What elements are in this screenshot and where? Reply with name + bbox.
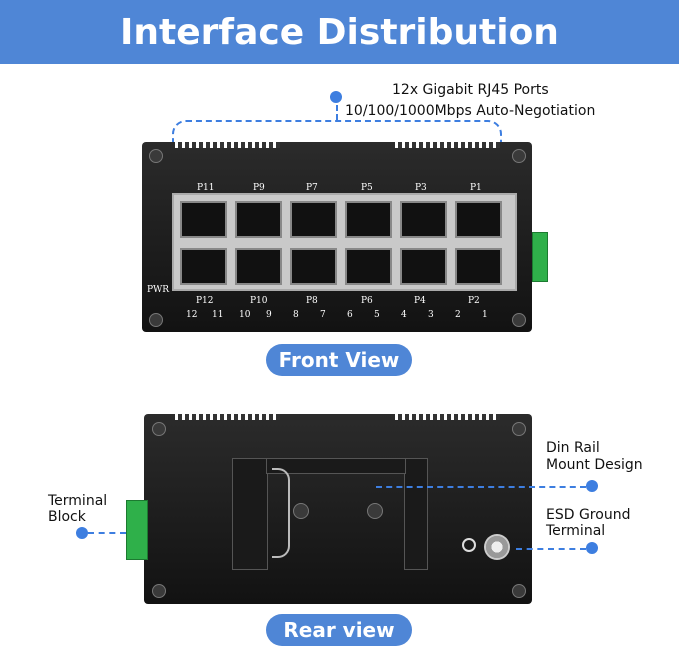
screw-icon (293, 503, 309, 519)
port-label-top: P7 (306, 183, 318, 193)
din-callout-line (376, 486, 586, 488)
port-label-top: P5 (361, 183, 373, 193)
port-number: 4 (401, 310, 407, 320)
din-callout-dot (586, 480, 598, 492)
din-clip (272, 468, 290, 558)
rj45-port (180, 248, 227, 285)
screw-icon (512, 422, 526, 436)
header-banner: Interface Distribution (0, 0, 679, 64)
rear-view-pill: Rear view (266, 614, 412, 646)
din-callout-line1: Din Rail (546, 440, 600, 456)
rear-vents-right (395, 414, 500, 420)
port-label-bottom: P10 (250, 296, 268, 306)
screw-icon (512, 313, 526, 327)
port-number: 6 (347, 310, 353, 320)
port-number: 12 (186, 310, 198, 320)
port-number: 8 (293, 310, 299, 320)
din-rail-top (266, 458, 406, 474)
rear-device-panel (144, 414, 532, 604)
port-label-bottom: P8 (306, 296, 318, 306)
port-label-bottom: P2 (468, 296, 480, 306)
esd-callout-line2: Terminal (546, 523, 606, 539)
ports-bracket (172, 120, 502, 142)
rj45-port (455, 201, 502, 238)
front-terminal-block (532, 232, 548, 282)
rj45-port (345, 201, 392, 238)
rj45-port (400, 248, 447, 285)
port-label-top: P3 (415, 183, 427, 193)
rj45-port (290, 248, 337, 285)
front-vents-left (175, 142, 280, 148)
rear-terminal-block (126, 500, 148, 560)
port-number: 2 (455, 310, 461, 320)
ports-callout-line1: 12x Gigabit RJ45 Ports (392, 82, 549, 98)
front-vents-right (395, 142, 500, 148)
din-callout-line2: Mount Design (546, 457, 643, 473)
port-label-top: P9 (253, 183, 265, 193)
ground-symbol-icon (462, 538, 476, 552)
rj45-port (345, 248, 392, 285)
port-number: 9 (266, 310, 272, 320)
screw-icon (149, 149, 163, 163)
port-label-bottom: P6 (361, 296, 373, 306)
rj45-port (235, 201, 282, 238)
front-view-pill: Front View (266, 344, 412, 376)
rear-vents-left (175, 414, 280, 420)
esd-callout-line (516, 548, 586, 550)
screw-icon (367, 503, 383, 519)
port-label-top: P11 (197, 183, 215, 193)
din-rail-left (232, 458, 268, 570)
port-label-bottom: P12 (196, 296, 214, 306)
esd-callout-line1: ESD Ground (546, 507, 631, 523)
screw-icon (152, 584, 166, 598)
rj45-port (235, 248, 282, 285)
terminal-callout-dot (76, 527, 88, 539)
ports-callout-line (336, 96, 338, 120)
port-number: 10 (239, 310, 251, 320)
screw-icon (512, 149, 526, 163)
terminal-callout-line (88, 532, 126, 534)
port-number: 1 (482, 310, 488, 320)
rj45-port-panel (172, 193, 517, 291)
port-label-bottom: P4 (414, 296, 426, 306)
terminal-callout-line1: Terminal (48, 493, 108, 509)
rj45-port (290, 201, 337, 238)
esd-callout-dot (586, 542, 598, 554)
page-title: Interface Distribution (120, 11, 559, 53)
screw-icon (149, 313, 163, 327)
port-number: 11 (212, 310, 224, 320)
esd-ground-screw-icon (484, 534, 510, 560)
ports-callout-line2: 10/100/1000Mbps Auto-Negotiation (345, 103, 596, 119)
rj45-port (180, 201, 227, 238)
din-rail-right (404, 458, 428, 570)
rj45-port (400, 201, 447, 238)
screw-icon (152, 422, 166, 436)
rj45-port (455, 248, 502, 285)
port-number: 5 (374, 310, 380, 320)
port-number: 3 (428, 310, 434, 320)
terminal-callout-line2: Block (48, 509, 86, 525)
port-number: 7 (320, 310, 326, 320)
screw-icon (512, 584, 526, 598)
pwr-label: PWR (147, 285, 170, 295)
port-label-top: P1 (470, 183, 482, 193)
